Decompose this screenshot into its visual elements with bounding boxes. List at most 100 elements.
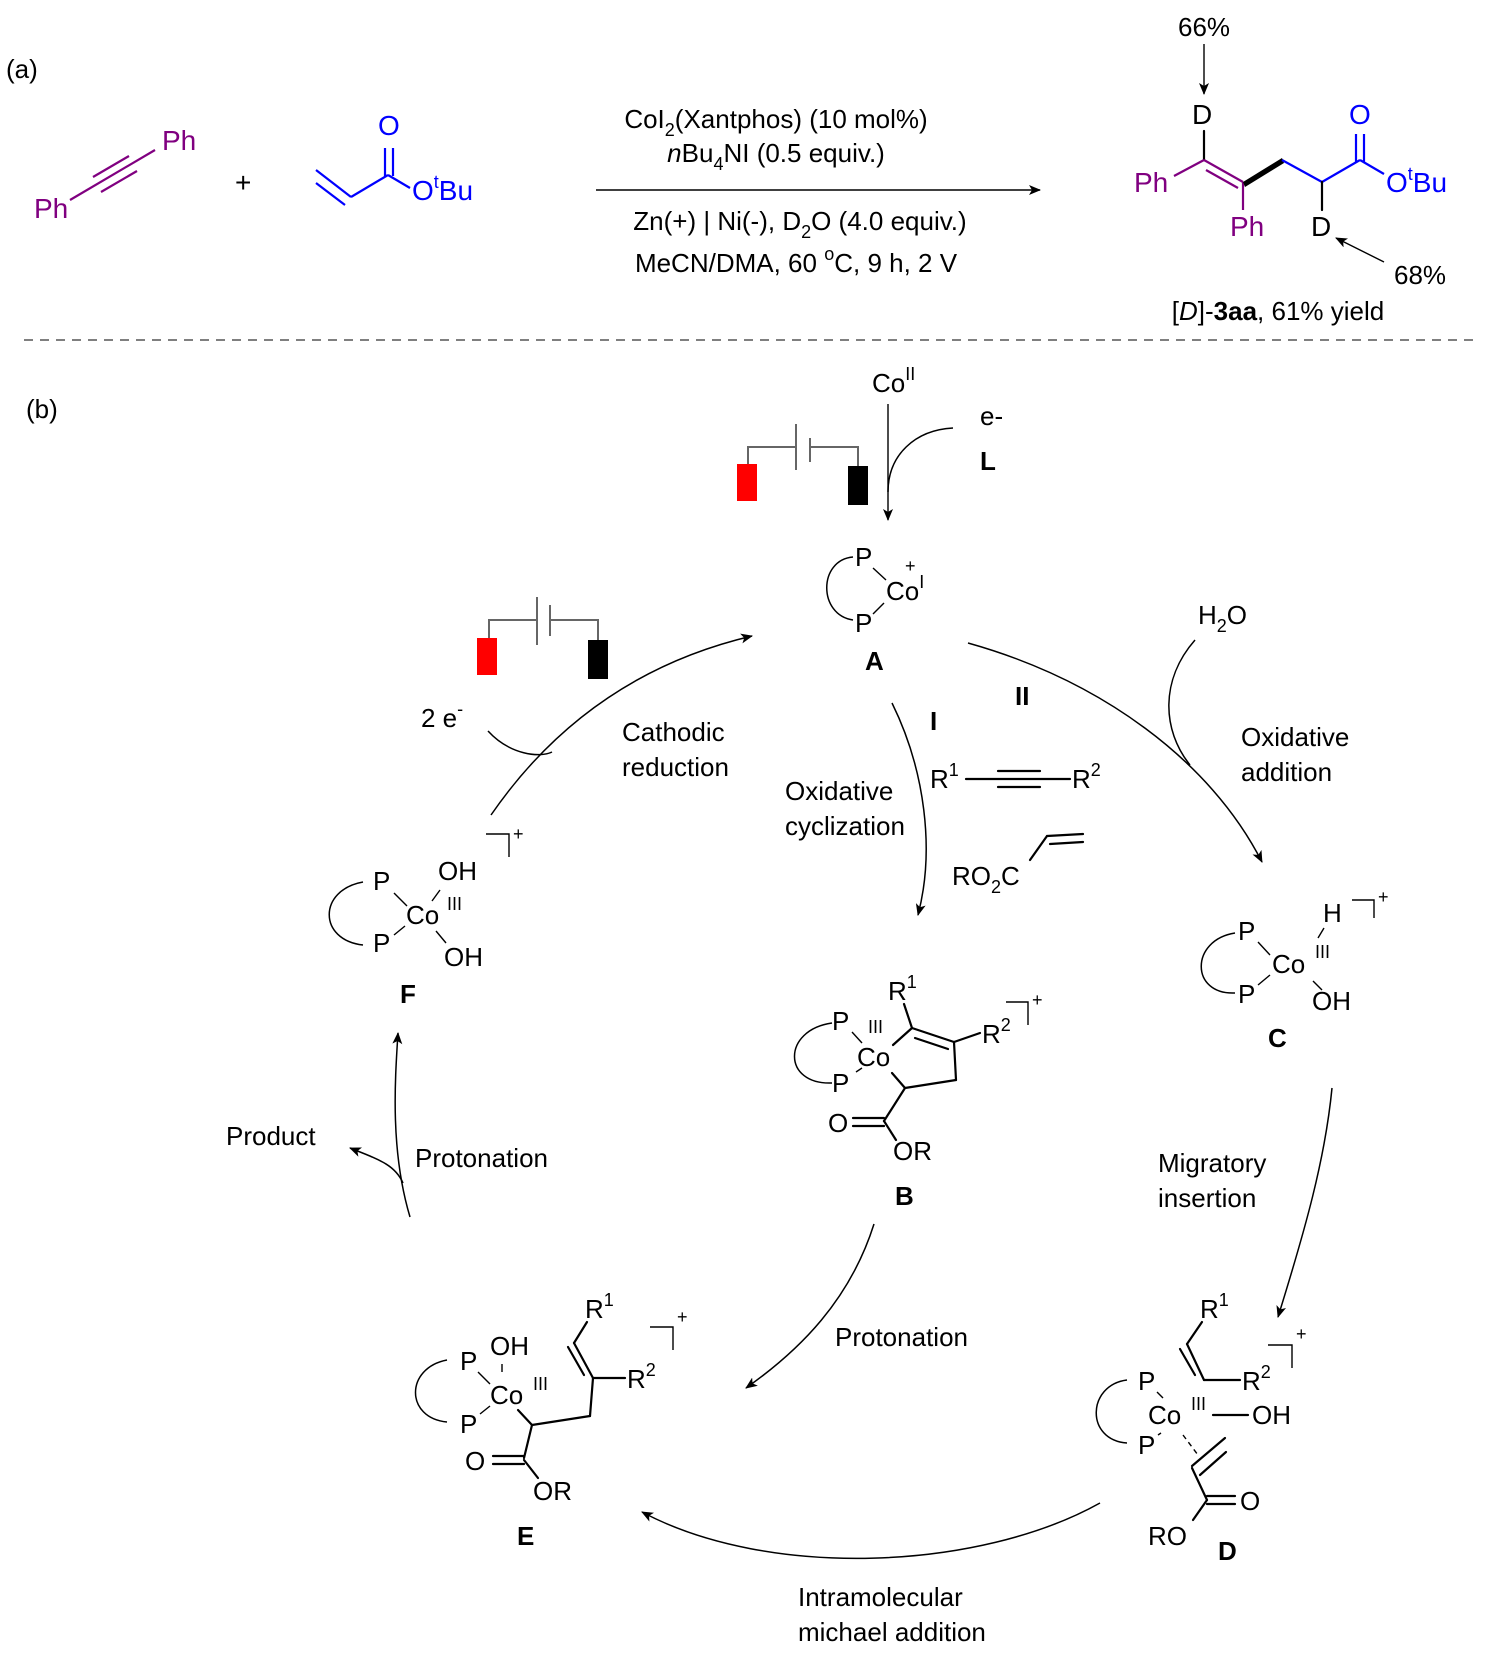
condition-solvent: MeCN/DMA, 60 oC, 9 h, 2 V: [635, 244, 958, 278]
svg-text:RO: RO: [1148, 1521, 1187, 1551]
arrow-a-to-b: [891, 702, 927, 916]
phenyl-left: Ph: [34, 193, 68, 224]
label-e: E: [517, 1521, 534, 1551]
svg-text:III: III: [868, 1017, 883, 1037]
arrow-c-to-d: [1276, 1087, 1333, 1318]
arrow-a-to-c: [967, 642, 1263, 863]
svg-text:P: P: [373, 866, 390, 896]
svg-text:O: O: [828, 1108, 848, 1138]
svg-text:P: P: [1238, 979, 1255, 1009]
svg-text:OR: OR: [893, 1136, 932, 1166]
ligand-l: L: [980, 446, 996, 476]
substrates: R1 R2 RO2C: [930, 760, 1101, 897]
svg-text:R1: R1: [888, 972, 917, 1006]
svg-text:OH: OH: [438, 856, 477, 886]
product-carbonyl-o: O: [1349, 99, 1371, 130]
product-otbu: OtBu: [1386, 164, 1447, 198]
svg-text:OH: OH: [490, 1331, 529, 1361]
svg-text:O: O: [1240, 1486, 1260, 1516]
svg-text:R2: R2: [1242, 1362, 1271, 1396]
deuterium-vinyl: D: [1192, 99, 1212, 130]
svg-text:P: P: [1238, 916, 1255, 946]
anode-electrode: [477, 638, 497, 675]
label-b: B: [895, 1181, 914, 1211]
intermediate-d: P P Co III OH R2 R1 + O RO D: [1095, 1290, 1307, 1566]
svg-text:OH: OH: [1312, 986, 1351, 1016]
cycle-arrows: [349, 633, 1333, 1560]
product-name: [D]-3aa, 61% yield: [1172, 296, 1384, 326]
incorporation-bottom: 68%: [1394, 260, 1446, 290]
panel-a-label: (a): [6, 54, 38, 84]
svg-text:O: O: [465, 1446, 485, 1476]
cathode-electrode: [588, 640, 608, 679]
svg-text:Co: Co: [1148, 1400, 1181, 1430]
incorporation-top: 66%: [1178, 12, 1230, 42]
tert-butyl-acrylate: O OtBu: [315, 110, 473, 206]
svg-text:P: P: [373, 928, 390, 958]
svg-text:P: P: [832, 1006, 849, 1036]
electrolysis-cell-top: [737, 424, 868, 505]
intermediate-f: P P Co III OH OH + F: [328, 824, 524, 1009]
svg-text:P: P: [832, 1068, 849, 1098]
panel-b: (b) CoII e- L P P CoI +: [26, 364, 1389, 1647]
svg-text:+: +: [1296, 1324, 1307, 1344]
svg-text:R2: R2: [982, 1015, 1011, 1049]
svg-text:P: P: [855, 542, 872, 572]
cobalt-ii: CoII: [872, 364, 915, 398]
step-protonation-b-e: Protonation: [835, 1322, 968, 1352]
condition-electrodes: Zn(+) | Ni(-), D2O (4.0 equiv.): [633, 206, 966, 242]
acrylate-otbu: OtBu: [412, 172, 473, 206]
cathode-electrode: [848, 466, 868, 505]
anode-electrode: [737, 464, 757, 501]
alkyne-r1: R1: [930, 760, 959, 794]
product-d-3aa: 66% D Ph Ph D O OtBu 68% [D]-3aa, 61% yi…: [1134, 12, 1447, 326]
acrylate-reagent: RO2C: [952, 861, 1020, 897]
deuterium-alpha: D: [1311, 211, 1331, 242]
catalyst-initiation: CoII e- L: [737, 364, 1003, 521]
svg-text:P: P: [1138, 1430, 1155, 1460]
intermediate-e: P P OH Co III R2 R1 + O OR E: [414, 1290, 688, 1551]
panel-b-label: (b): [26, 394, 58, 424]
svg-text:Co: Co: [490, 1380, 523, 1410]
arrow-f-to-a: [490, 633, 753, 816]
condition-catalyst: CoI2(Xantphos) (10 mol%): [624, 104, 927, 140]
phenyl-left: Ph: [1134, 167, 1168, 198]
label-f: F: [400, 979, 416, 1009]
svg-text:R1: R1: [1200, 1290, 1229, 1324]
step-protonation-e-f: Protonation: [415, 1143, 548, 1173]
alkyne-r2: R2: [1072, 760, 1101, 794]
phenyl-right: Ph: [162, 125, 196, 156]
intermediate-b: P P Co III R1 R2 + O OR B: [793, 972, 1043, 1211]
water-reagent: H2O: [1198, 600, 1247, 636]
svg-text:III: III: [1315, 942, 1330, 962]
intermediate-c: P P Co III H + OH C: [1200, 887, 1389, 1053]
electrons-2e: 2 e-: [421, 699, 463, 733]
svg-text:Co: Co: [406, 900, 439, 930]
water-inflow-arc: [1168, 639, 1196, 766]
svg-text:OR: OR: [533, 1476, 572, 1506]
svg-text:P: P: [1138, 1366, 1155, 1396]
svg-text:III: III: [533, 1374, 548, 1394]
svg-text:CoI: CoI: [886, 572, 924, 606]
electron-inflow-arc: [487, 730, 553, 756]
svg-text:+: +: [1378, 887, 1389, 907]
svg-text:III: III: [447, 894, 462, 914]
label-d: D: [1218, 1536, 1237, 1566]
pathway-i: I: [930, 706, 937, 736]
acrylate-carbonyl-o: O: [378, 110, 400, 141]
label-c: C: [1268, 1023, 1287, 1053]
diphenylacetylene: Ph Ph: [34, 125, 196, 224]
pathway-ii: II: [1015, 681, 1029, 711]
product-release: Product: [226, 1121, 316, 1151]
electrolysis-cell-left: [477, 597, 608, 679]
svg-text:OH: OH: [444, 942, 483, 972]
reaction-conditions: CoI2(Xantphos) (10 mol%) nBu4NI (0.5 equ…: [596, 104, 1041, 278]
svg-text:P: P: [460, 1346, 477, 1376]
arrow-product-release: [349, 1147, 404, 1184]
